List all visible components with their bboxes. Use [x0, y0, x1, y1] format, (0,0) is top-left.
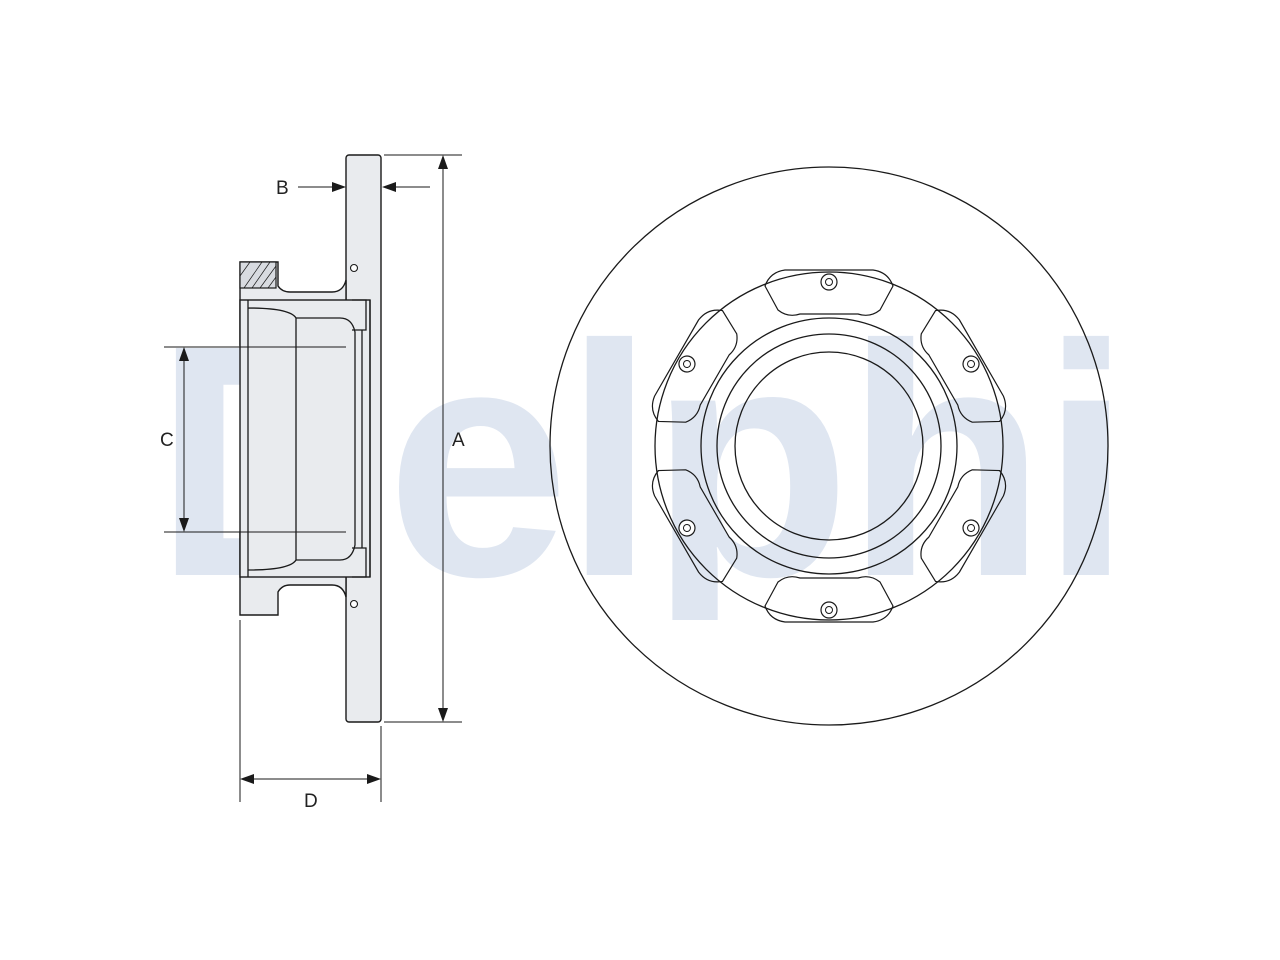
- bolt-hole: [962, 519, 980, 537]
- bolt-hole: [678, 355, 696, 373]
- dimension-lines: [164, 154, 462, 802]
- hub-pocket: [764, 576, 894, 623]
- bore-taper: [296, 317, 356, 561]
- bolt-hole-section-top: [349, 263, 359, 273]
- bolt-hole-section-bottom: [349, 599, 359, 609]
- bolt-hole: [820, 601, 838, 619]
- dimension-label-b: B: [276, 178, 289, 199]
- hub-step-circle: [700, 317, 958, 575]
- bolt-hole: [820, 273, 838, 291]
- hub-pocket: [651, 469, 738, 583]
- centre-bore-circle: [734, 351, 924, 541]
- dimension-label-a: A: [452, 430, 465, 451]
- bore-profile-top: [247, 300, 297, 577]
- hatch-lines-top: [239, 261, 277, 289]
- bolt-holes: [678, 273, 980, 619]
- hub-pocket: [920, 469, 1007, 583]
- bolt-hole: [962, 355, 980, 373]
- recess-top: [352, 299, 367, 331]
- hatched-area-top: [239, 261, 277, 289]
- hub-pocket: [651, 309, 738, 423]
- hub-pocket: [920, 309, 1007, 423]
- hub-outer-circle: [654, 271, 1004, 621]
- hub-bore-body: [239, 299, 371, 578]
- disc-outer-circle: [549, 166, 1109, 726]
- side-section-view: [239, 154, 382, 723]
- hub-inner-ring: [716, 333, 942, 559]
- dimension-label-d: D: [304, 791, 318, 812]
- dimension-label-c: C: [160, 430, 174, 451]
- bolt-hole: [678, 519, 696, 537]
- front-view: [549, 166, 1109, 726]
- hub-pocket: [764, 269, 894, 316]
- recess-bottom: [352, 547, 367, 578]
- hub-pockets: [651, 269, 1007, 623]
